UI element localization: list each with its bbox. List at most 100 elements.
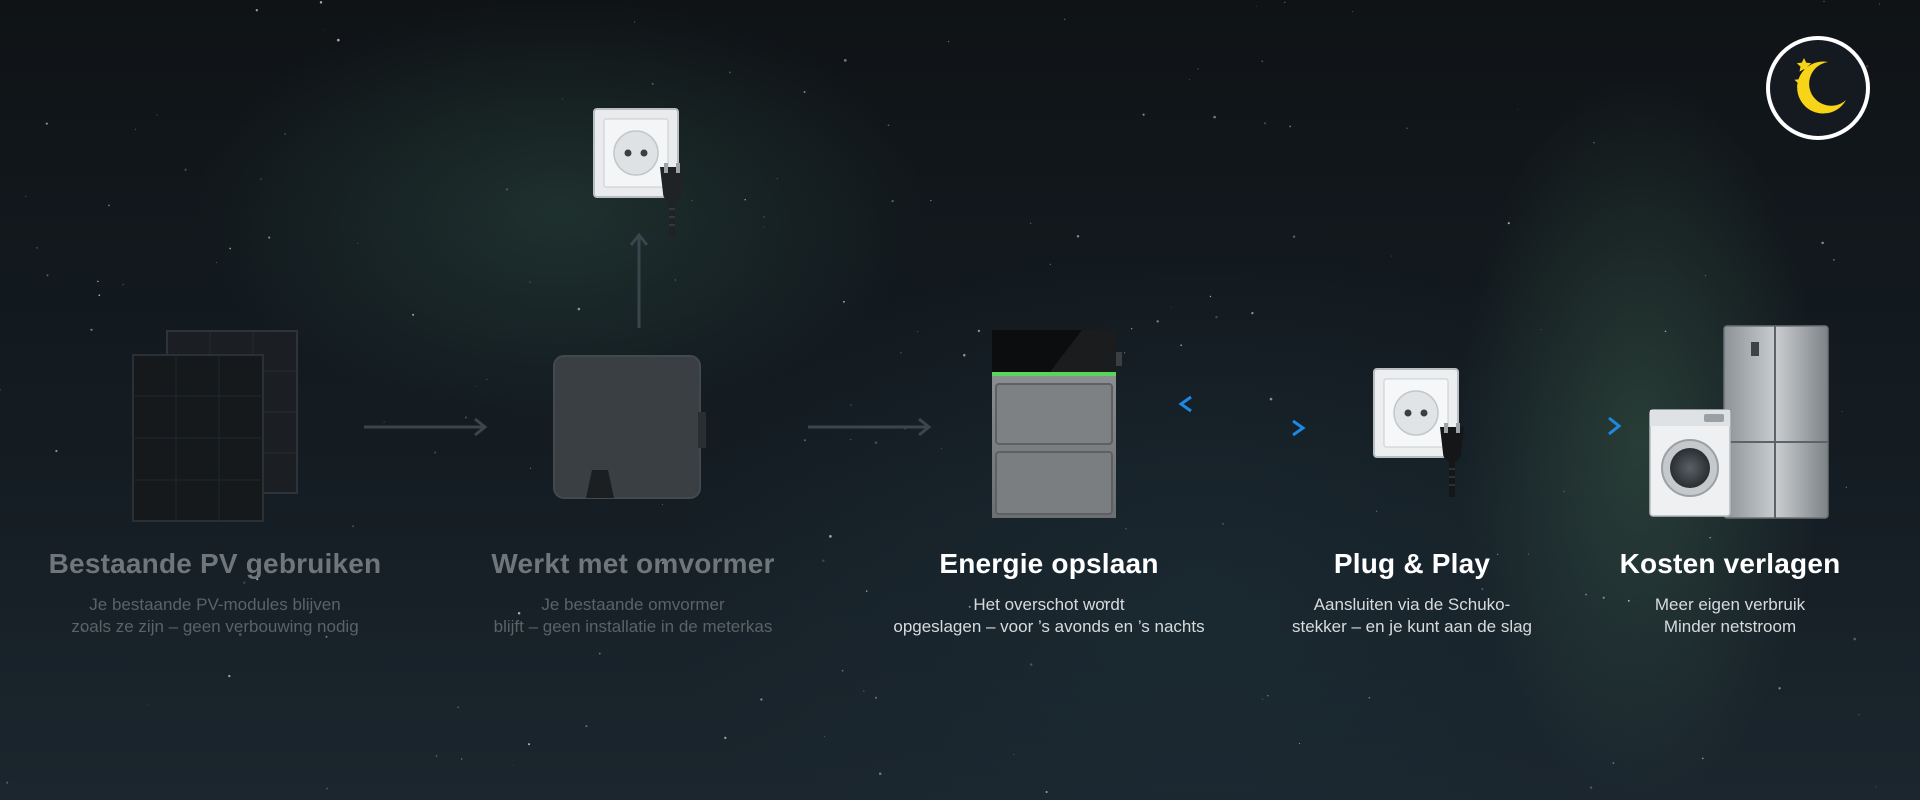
star xyxy=(1292,235,1296,238)
step-description: Je bestaande omvormer blijft – geen inst… xyxy=(493,595,773,636)
star xyxy=(55,449,58,453)
star xyxy=(352,525,354,527)
star xyxy=(97,280,99,283)
star xyxy=(874,441,878,445)
star xyxy=(1352,11,1354,13)
moon-stars-icon xyxy=(1794,58,1846,114)
star xyxy=(35,246,39,249)
star xyxy=(1189,79,1191,81)
star xyxy=(435,755,438,757)
star xyxy=(842,300,845,303)
star xyxy=(1375,510,1378,512)
star xyxy=(824,735,826,738)
star xyxy=(728,71,731,74)
star xyxy=(1709,536,1711,539)
star xyxy=(134,128,136,130)
step-description: Het overschot wordt opgeslagen – voor ’s… xyxy=(893,595,1205,636)
star xyxy=(1124,352,1126,354)
star xyxy=(1103,600,1107,603)
star xyxy=(1261,60,1264,63)
star xyxy=(1263,122,1267,125)
star xyxy=(776,177,779,180)
star xyxy=(1627,599,1630,602)
star xyxy=(1029,663,1033,666)
star xyxy=(1125,527,1127,530)
star xyxy=(1049,263,1051,265)
star xyxy=(968,605,971,608)
star xyxy=(691,199,693,202)
star xyxy=(511,764,513,766)
star xyxy=(1865,65,1869,68)
star xyxy=(530,467,532,469)
step-title: Plug & Play xyxy=(1333,548,1491,579)
star xyxy=(243,581,246,585)
star xyxy=(862,690,865,692)
star xyxy=(260,178,262,180)
star xyxy=(1013,754,1015,755)
up-arrow xyxy=(629,232,649,328)
star xyxy=(954,561,957,564)
star xyxy=(1142,113,1145,116)
step-title: Energie opslaan xyxy=(939,548,1159,579)
star xyxy=(1215,315,1218,319)
star xyxy=(383,421,385,423)
star xyxy=(634,21,636,23)
star xyxy=(336,38,340,42)
star xyxy=(1507,222,1510,225)
star xyxy=(662,503,663,505)
star xyxy=(1612,762,1615,764)
star xyxy=(1821,241,1824,245)
star xyxy=(977,329,981,333)
star xyxy=(803,439,806,442)
star xyxy=(268,236,271,239)
star xyxy=(585,725,588,728)
star xyxy=(45,122,48,125)
star xyxy=(357,242,359,244)
star xyxy=(1180,344,1183,347)
star xyxy=(1778,687,1781,690)
star xyxy=(465,416,467,419)
star xyxy=(434,451,437,454)
star xyxy=(878,772,882,775)
battery-storage-icon xyxy=(992,330,1122,518)
wall-socket-with-plug-icon xyxy=(593,108,684,237)
star xyxy=(1833,259,1835,261)
star xyxy=(1589,786,1593,789)
star xyxy=(843,59,847,62)
star xyxy=(1664,330,1667,333)
star xyxy=(122,283,124,286)
star xyxy=(651,82,654,85)
star xyxy=(1289,125,1292,128)
appliances-icon xyxy=(1649,325,1829,519)
star xyxy=(1702,757,1704,760)
star xyxy=(147,704,149,706)
star xyxy=(763,226,764,228)
star xyxy=(412,313,415,316)
star xyxy=(326,787,328,790)
star xyxy=(1527,553,1529,555)
star xyxy=(1063,18,1066,21)
star xyxy=(1517,108,1519,110)
star xyxy=(564,798,566,800)
star xyxy=(1076,235,1080,238)
star xyxy=(900,351,902,354)
star xyxy=(891,199,894,203)
star xyxy=(1481,588,1484,591)
star xyxy=(1156,320,1159,323)
step-title: Werkt met omvormer xyxy=(491,548,775,579)
star xyxy=(865,590,868,592)
star xyxy=(598,652,601,655)
star xyxy=(947,40,950,43)
star xyxy=(229,247,232,250)
star xyxy=(517,612,521,615)
night-mode-toggle[interactable] xyxy=(1766,36,1870,140)
star xyxy=(46,274,49,277)
star xyxy=(6,781,9,784)
star xyxy=(841,669,844,672)
star xyxy=(763,215,766,218)
star xyxy=(0,388,2,391)
star xyxy=(325,635,328,638)
star xyxy=(829,535,832,538)
star xyxy=(156,114,158,116)
star xyxy=(1284,1,1286,3)
